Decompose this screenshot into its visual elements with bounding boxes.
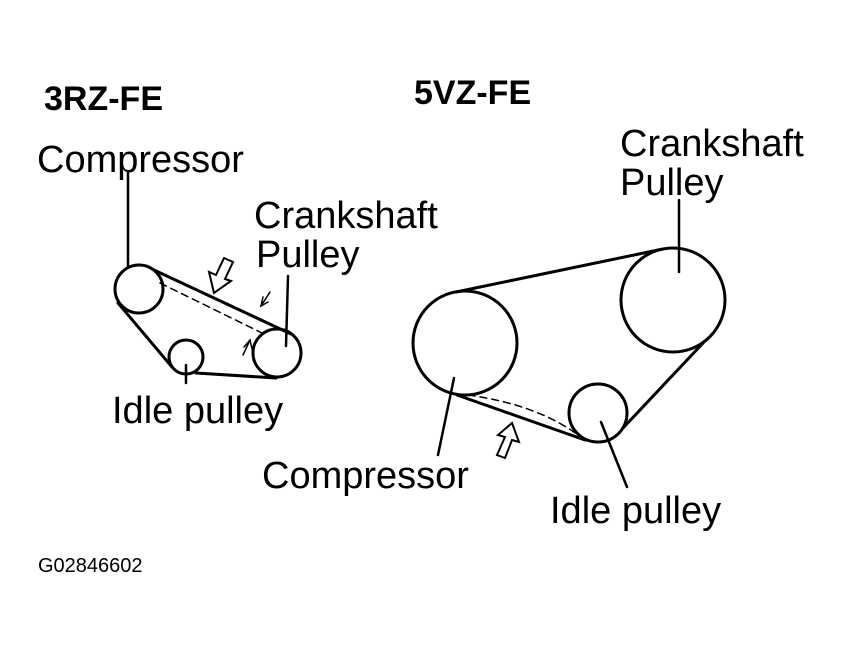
engine-5vz-belt-system [411, 198, 727, 489]
engine-3rz-title: 3RZ-FE [44, 80, 163, 118]
5vz-belt-right [621, 340, 706, 430]
3rz-idle-pulley-label: Idle pulley [112, 390, 284, 432]
engine-3rz-belt-system [113, 170, 303, 385]
3rz-crankshaft-label-line2: Pulley [256, 234, 360, 276]
5vz-idle-pulley-label: Idle pulley [550, 490, 722, 532]
5vz-idle-pulley [567, 382, 629, 444]
5vz-crankshaft-pulley [619, 246, 727, 354]
5vz-compressor-label: Compressor [262, 455, 469, 497]
3rz-compressor-label: Compressor [37, 139, 244, 181]
5vz-hollow-arrow-icon [495, 421, 521, 460]
5vz-belt-bottom-left [455, 393, 587, 442]
3rz-belt-bottom [194, 371, 278, 380]
3rz-compressor-pulley [113, 263, 165, 315]
3rz-belt-top [152, 268, 293, 336]
engine-5vz-title: 5VZ-FE [414, 74, 532, 112]
5vz-crankshaft-label-line1: Crankshaft [620, 123, 804, 165]
5vz-compressor-pulley [411, 289, 519, 397]
3rz-belt-dashed [159, 282, 263, 334]
3rz-crankshaft-leader [284, 274, 290, 348]
3rz-hollow-arrow-icon [207, 256, 235, 295]
5vz-belt-dashed [467, 394, 583, 439]
3rz-crankshaft-pulley [251, 327, 303, 379]
3rz-belt-left [116, 301, 174, 369]
3rz-crankshaft-label-line1: Crankshaft [254, 195, 438, 237]
5vz-crankshaft-label-line2: Pulley [620, 162, 724, 204]
figure-code: G02846602 [38, 555, 143, 577]
3rz-tension-arrows-icon [242, 291, 271, 356]
5vz-idle-leader [599, 420, 629, 489]
5vz-compressor-leader [436, 376, 456, 457]
5vz-belt-top [454, 247, 665, 294]
